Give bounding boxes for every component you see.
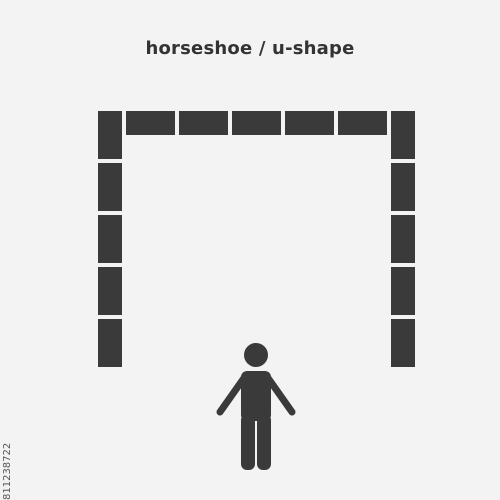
stock-id-label: 811238722 [2,388,16,500]
table-left-2 [98,163,122,211]
table-top-3 [232,111,281,135]
table-right-3 [391,215,415,263]
table-top-4 [285,111,334,135]
table-right-1 [391,111,415,159]
table-right-2 [391,163,415,211]
table-top-5 [338,111,387,135]
table-left-3 [98,215,122,263]
stock-id-text: 811238722 [2,442,13,500]
diagram-title: horseshoe / u-shape [145,38,355,59]
table-left-1 [98,111,122,159]
table-top-1 [126,111,175,135]
table-top-2 [179,111,228,135]
person-standing-icon [216,343,296,470]
table-left-5 [98,319,122,367]
table-left-4 [98,267,122,315]
table-right-5 [391,319,415,367]
table-right-4 [391,267,415,315]
